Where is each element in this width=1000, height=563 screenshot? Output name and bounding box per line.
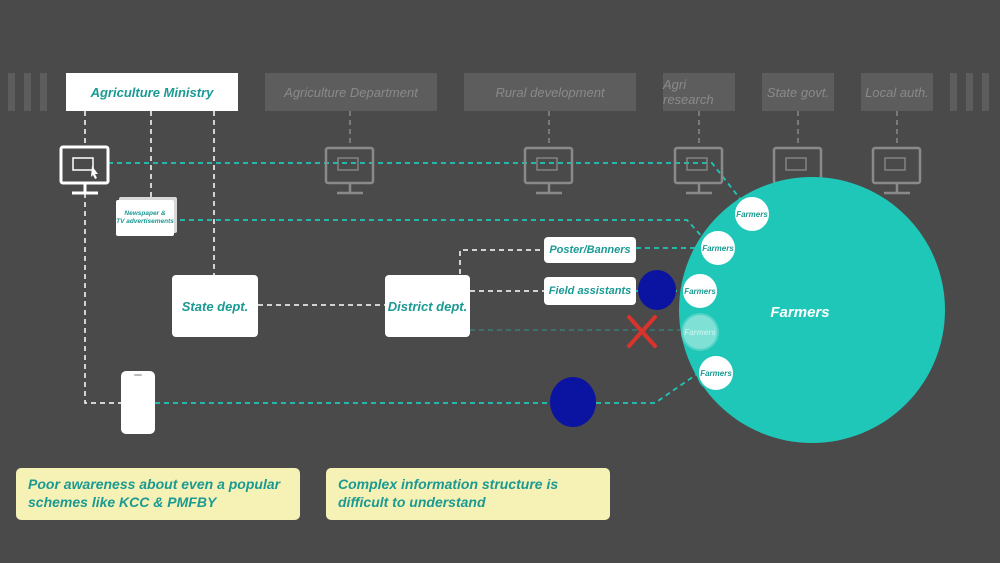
header-state-govt: State govt.: [762, 73, 834, 111]
blocker-circle: [638, 270, 676, 310]
monitor-icon: [523, 146, 574, 195]
stripe-decor: [982, 73, 989, 111]
note-poor-awareness: Poor awareness about even a popular sche…: [16, 468, 300, 520]
farmers-circle: [679, 177, 945, 443]
header-agriculture-ministry: Agriculture Ministry: [66, 73, 238, 111]
monitor-icon: [871, 146, 922, 195]
cross-icon: [627, 315, 657, 348]
smartphone-icon: [121, 371, 155, 434]
newspaper-label-line1: Newspaper &: [124, 210, 166, 217]
monitor-icon: [59, 145, 110, 195]
state-dept-node: State dept.: [172, 275, 258, 337]
monitor-icon: [673, 146, 724, 195]
farmer-node-faded: Farmers: [681, 313, 719, 351]
poster-banners-pill: Poster/Banners: [544, 237, 636, 263]
farmer-node: Farmers: [697, 354, 735, 392]
farmer-node: Farmers: [733, 195, 771, 233]
stripe-decor: [8, 73, 15, 111]
farmer-node: Farmers: [681, 272, 719, 310]
header-rural-development: Rural development: [464, 73, 636, 111]
stripe-decor: [40, 73, 47, 111]
stripe-decor: [966, 73, 973, 111]
stripe-decor: [24, 73, 31, 111]
newspaper-icon: Newspaper & TV advertisements: [116, 200, 174, 236]
note-complex-structure: Complex information structure is difficu…: [326, 468, 610, 520]
farmers-group-label: Farmers: [770, 304, 830, 321]
newspaper-label-line2: TV advertisements: [116, 218, 174, 225]
stripe-decor: [950, 73, 957, 111]
monitor-icon: [324, 146, 375, 195]
header-agri-research: Agri research: [663, 73, 735, 111]
header-agriculture-department: Agriculture Department: [265, 73, 437, 111]
farmer-node: Farmers: [699, 229, 737, 267]
blocker-circle: [550, 377, 596, 427]
field-assistants-pill: Field assistants: [544, 277, 636, 305]
header-local-auth: Local auth.: [861, 73, 933, 111]
district-dept-node: District dept.: [385, 275, 470, 337]
